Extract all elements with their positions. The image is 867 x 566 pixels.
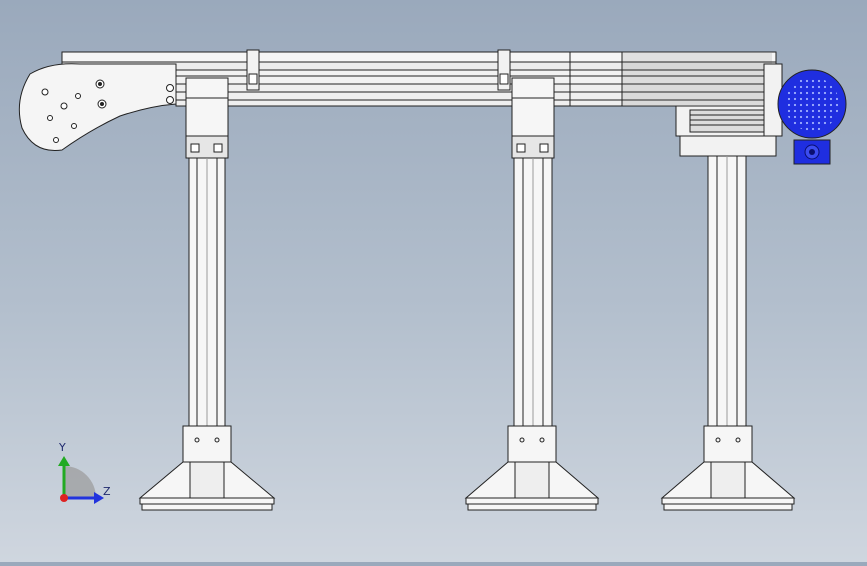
axis-label-z: Z bbox=[103, 485, 111, 498]
axis-triad bbox=[58, 456, 104, 504]
left-end-plate bbox=[18, 63, 177, 152]
axis-label-y: Y bbox=[59, 441, 66, 454]
x-axis-point bbox=[60, 494, 68, 502]
rail-clamp-middle bbox=[497, 49, 511, 91]
support-leg-left bbox=[138, 77, 276, 511]
drive-motor bbox=[777, 69, 847, 165]
support-leg-right bbox=[660, 155, 796, 511]
support-leg-middle bbox=[464, 77, 600, 511]
rail-shading bbox=[622, 53, 772, 105]
rail-clamp-left bbox=[246, 49, 260, 91]
drive-frame bbox=[675, 63, 783, 157]
